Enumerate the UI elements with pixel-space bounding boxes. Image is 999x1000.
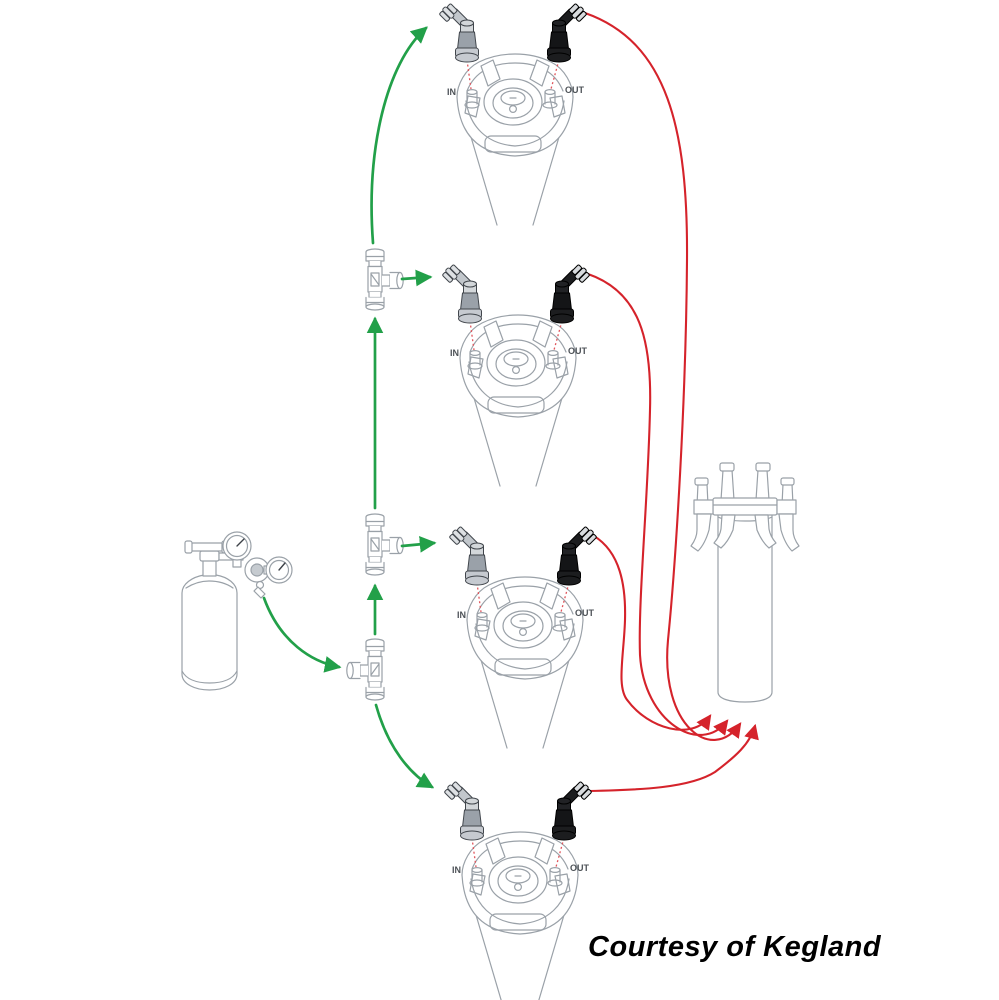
co2-tank: [181, 531, 293, 691]
gas-tee-splitter-3: [365, 248, 404, 311]
beer-line-keg3-to-tower: [592, 534, 712, 731]
gas-tee-splitter-1: [346, 638, 385, 701]
beer-line-keg2-to-tower: [586, 272, 729, 736]
keg-4: IN OUT: [443, 780, 592, 1000]
keg-in-label: IN: [457, 610, 466, 620]
beer-lines: [583, 11, 759, 793]
keg-1: IN OUT: [438, 2, 587, 225]
keg-out-label: OUT: [565, 85, 585, 95]
tap-tower: [690, 462, 800, 703]
gauge-high-pressure: [222, 531, 252, 561]
keg-in-label: IN: [447, 87, 456, 97]
keg-out-label: OUT: [568, 346, 588, 356]
valve-handwheel: [184, 540, 230, 554]
keg-in-label: IN: [452, 865, 461, 875]
gas-lines: [262, 26, 437, 789]
keg-out-label: OUT: [570, 863, 590, 873]
tap-handle: [694, 462, 795, 506]
keg-out-label: OUT: [575, 608, 595, 618]
faucet: [690, 513, 800, 552]
gas-line-tee3-to-keg2: [400, 269, 433, 287]
keg-3: IN OUT: [448, 525, 597, 748]
gas-line-tee2-to-keg3: [400, 535, 437, 553]
gas-line-tee3-to-keg1: [370, 26, 428, 245]
keg-in-label: IN: [450, 348, 459, 358]
gas-line-tee1-to-keg4: [374, 703, 435, 789]
gas-tee-splitter-2: [365, 513, 404, 576]
gas-line-regulator-to-tee1: [262, 596, 342, 673]
caption: Courtesy of Kegland: [588, 931, 882, 963]
beer-line-keg4-to-tower: [587, 723, 759, 793]
gauge-low-pressure: [265, 556, 293, 584]
keg-2: IN OUT: [441, 263, 590, 486]
regulator: [218, 531, 293, 599]
beer-line-keg1-to-tower: [583, 11, 742, 741]
